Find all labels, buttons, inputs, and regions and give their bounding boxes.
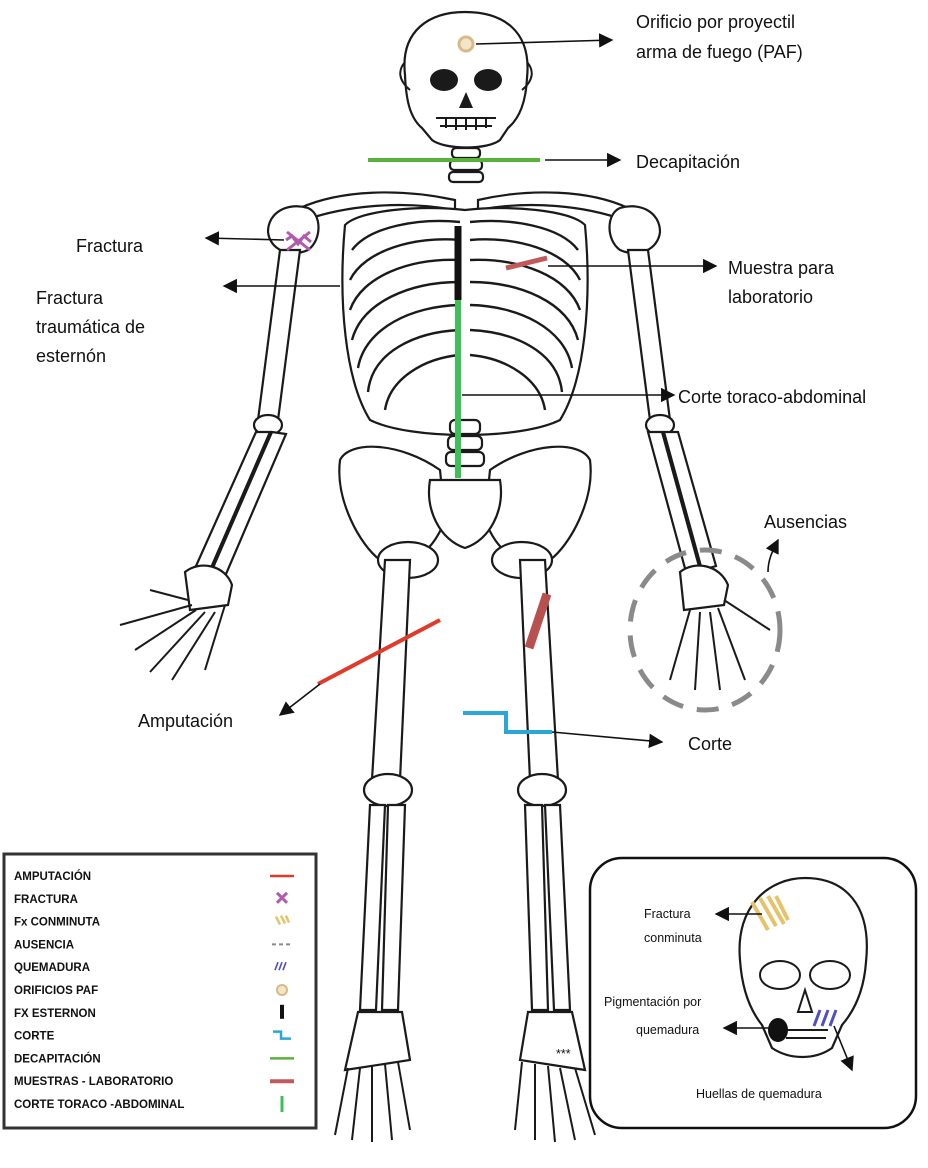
legend-label: FX ESTERNON <box>14 1008 96 1020</box>
inset-label-burn-marks: Huellas de quemadura <box>696 1087 822 1101</box>
legend-label: CORTE <box>14 1031 55 1043</box>
cervical-spine <box>449 148 483 182</box>
absence-arrow <box>768 540 778 572</box>
burn-pigmentation-mark <box>768 1018 788 1042</box>
inset-skull: *** Fractura conminuta Pigmentación por … <box>556 858 916 1128</box>
label-paf-line1: Orificio por proyectil <box>636 12 795 32</box>
label-sternum-line1: Fractura <box>36 288 104 308</box>
label-amputation: Amputación <box>138 711 233 731</box>
label-absences: Ausencias <box>764 512 847 532</box>
leg-left <box>335 560 412 1142</box>
label-paf-line2: arma de fuego (PAF) <box>636 42 803 62</box>
legend-label: Fx CONMINUTA <box>14 917 100 929</box>
label-lab-line2: laboratorio <box>728 287 813 307</box>
legend-label: MUESTRAS - LABORATORIO <box>14 1076 173 1088</box>
paf-hole-mark <box>459 37 473 51</box>
legend-label: AUSENCIA <box>14 939 74 951</box>
cut-arrow <box>552 732 662 742</box>
inset-label-comminuted-line1: Fractura <box>644 907 691 921</box>
label-thoraco: Corte toraco-abdominal <box>678 387 866 407</box>
label-lab-line1: Muestra para <box>728 258 835 278</box>
label-sternum-line3: esternón <box>36 346 106 366</box>
inset-label-comminuted-line2: conminuta <box>644 931 702 945</box>
label-fracture: Fractura <box>76 236 144 256</box>
legend: AMPUTACIÓN FRACTURA Fx CONMINUTA AUSENCIA QU… <box>4 854 316 1128</box>
legend-label: FRACTURA <box>14 894 78 906</box>
label-cut: Corte <box>688 734 732 754</box>
arm-left <box>120 250 300 680</box>
rib-cage <box>342 208 587 435</box>
label-sternum-line2: traumática de <box>36 317 145 337</box>
inset-stars: *** <box>556 1047 571 1061</box>
legend-label: CORTE TORACO -ABDOMINAL <box>14 1099 184 1111</box>
legend-label: ORIFICIOS PAF <box>14 985 98 997</box>
spine <box>446 420 484 466</box>
skull <box>400 12 531 148</box>
inset-label-pigment-line2: quemadura <box>636 1023 699 1037</box>
legend-symbol-paf <box>277 985 287 995</box>
legend-label: DECAPITACIÓN <box>14 1052 101 1065</box>
label-decapitation: Decapitación <box>636 152 740 172</box>
amputation-arrow <box>280 684 320 715</box>
arm-right <box>628 250 770 690</box>
legend-label: AMPUTACIÓN <box>14 870 91 883</box>
legend-label: QUEMADURA <box>14 962 90 974</box>
inset-label-pigment-line1: Pigmentación por <box>604 995 701 1009</box>
